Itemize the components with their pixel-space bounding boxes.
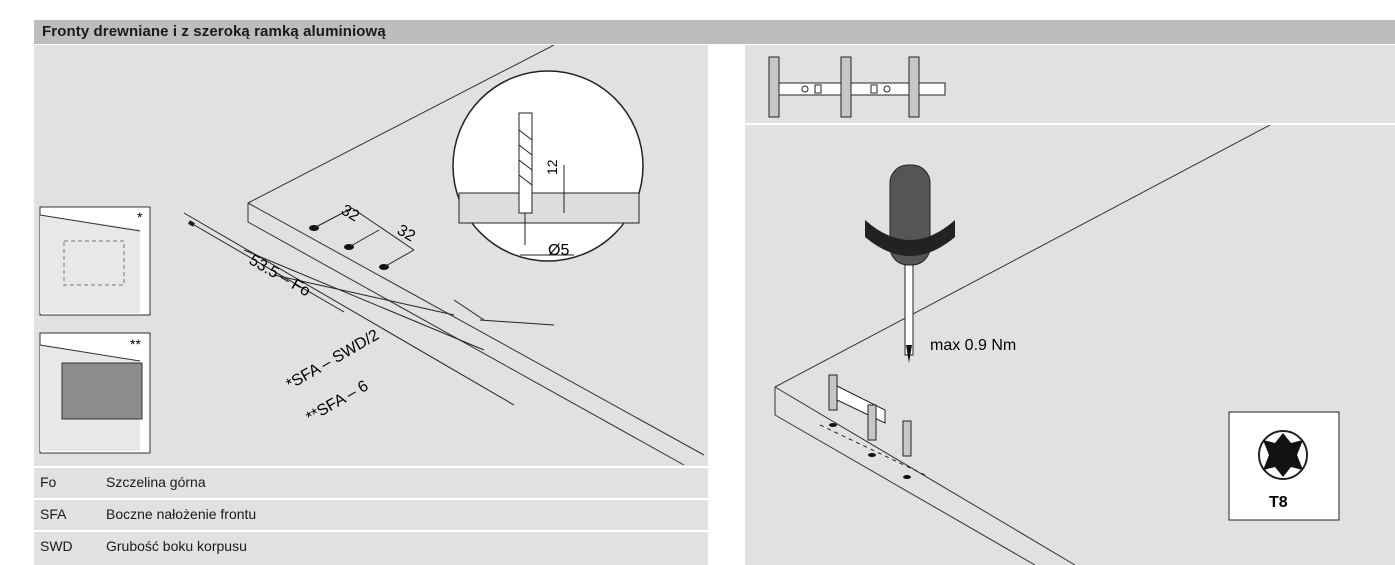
drilling-diagram: 32 32 53.5 – Fo *SFA – SWD/2 **SFA – 6 1… [39, 44, 708, 466]
section-header: Fronty drewniane i z szeroką ramką alumi… [34, 20, 1395, 44]
dim-32-a: 32 [338, 202, 362, 226]
torx-label: T8 [1269, 494, 1288, 511]
abbreviation-legend: Fo Szczelina górna SFA Boczne nałożenie … [34, 466, 708, 562]
legend-desc: Grubość boku korpusu [106, 538, 247, 554]
panel-front-edge [247, 202, 705, 456]
bracket-mounted-icon [819, 374, 926, 479]
drill-bit-icon [518, 112, 533, 214]
panel-top-edge-right [774, 125, 1271, 388]
legend-abbr: SWD [40, 538, 73, 554]
mounting-panel: max 0.9 Nm T8 [745, 45, 1395, 565]
thumbnail-mark-1: * [137, 209, 143, 225]
torque-label: max 0.9 Nm [930, 337, 1016, 354]
dim-diameter: Ø5 [548, 242, 569, 259]
legend-row: SWD Grubość boku korpusu [34, 530, 708, 562]
drilling-panel: 32 32 53.5 – Fo *SFA – SWD/2 **SFA – 6 1… [34, 44, 708, 565]
detail-panel-section [458, 192, 640, 224]
legend-desc: Szczelina górna [106, 474, 206, 490]
bracket-diagram [768, 56, 946, 118]
legend-row: Fo Szczelina górna [34, 466, 708, 498]
legend-abbr: Fo [40, 474, 57, 490]
mounting-diagram: max 0.9 Nm T8 [774, 125, 1395, 565]
legend-desc: Boczne nałożenie frontu [106, 506, 257, 522]
panel-top-edge [247, 44, 555, 204]
section-title: Fronty drewniane i z szeroką ramką alumi… [42, 23, 386, 40]
bracket-strip [745, 45, 1395, 125]
dim-32-b: 32 [394, 222, 418, 246]
dim-12: 12 [544, 159, 560, 175]
bracket-icon [768, 56, 946, 118]
thumbnail-mark-2: ** [130, 336, 141, 352]
legend-abbr: SFA [40, 506, 67, 522]
legend-row: SFA Boczne nałożenie frontu [34, 498, 708, 530]
screwdriver-icon [865, 164, 955, 363]
